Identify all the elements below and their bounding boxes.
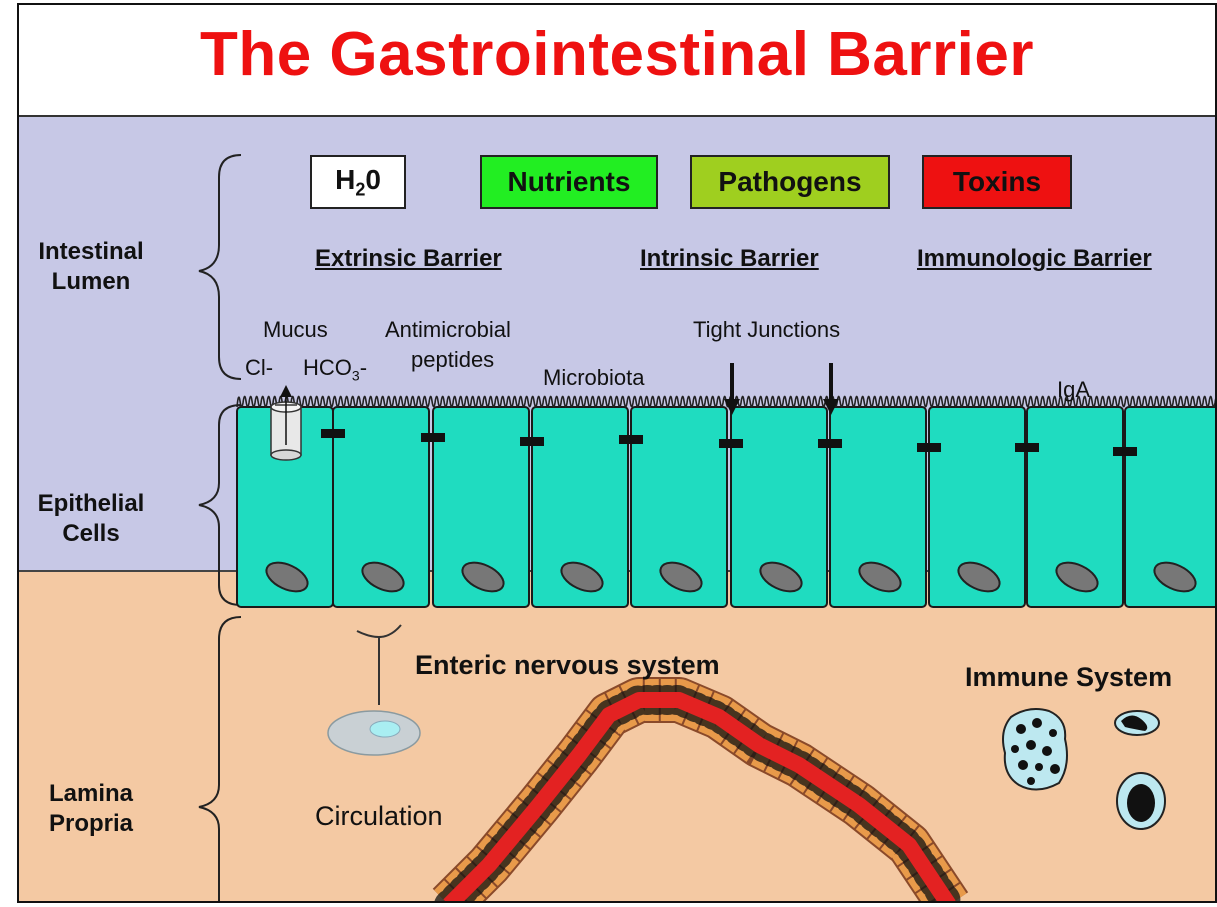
tight-junction-mark	[421, 433, 445, 442]
nutrients-box: Nutrients	[480, 155, 658, 209]
blood-vessel-icon	[449, 700, 949, 903]
tight-junctions-label: Tight Junctions	[693, 317, 840, 343]
epithelial-cell-row	[237, 407, 1217, 607]
plasma-cell-icon	[1117, 773, 1165, 829]
pathogens-label: Pathogens	[718, 166, 861, 198]
immune-system-label: Immune System	[965, 662, 1172, 693]
tight-junction-mark	[917, 443, 941, 452]
microbiota-label: Microbiota	[543, 365, 644, 391]
bicarbonate-label: HCO3-	[303, 355, 367, 383]
epithelial-cells-label: Epithelial Cells	[21, 489, 161, 549]
tight-junction-mark	[719, 439, 743, 448]
extrinsic-barrier-heading: Extrinsic Barrier	[315, 245, 502, 273]
toxins-box: Toxins	[922, 155, 1072, 209]
immunologic-barrier-heading: Immunologic Barrier	[917, 245, 1152, 273]
intestinal-lumen-label: Intestinal Lumen	[21, 237, 161, 297]
circulation-label: Circulation	[315, 801, 443, 832]
water-box: H20	[310, 155, 406, 209]
tight-junction-mark	[619, 435, 643, 444]
page-title: The Gastrointestinal Barrier	[19, 19, 1215, 90]
water-label: H20	[335, 164, 381, 201]
antimicrobial-label: Antimicrobial	[385, 317, 511, 343]
iga-label: IgA	[1057, 377, 1090, 403]
enteric-nervous-system-label: Enteric nervous system	[415, 650, 720, 681]
granulocyte-icon	[1003, 709, 1067, 790]
intrinsic-barrier-heading: Intrinsic Barrier	[640, 245, 819, 273]
pathogens-box: Pathogens	[690, 155, 890, 209]
tight-junction-mark	[818, 439, 842, 448]
lymphocyte-small-icon	[1115, 711, 1159, 735]
toxins-label: Toxins	[953, 166, 1041, 198]
peptides-label: peptides	[411, 347, 494, 373]
diagram-frame: The Gastrointestinal Barrier H20 Nutrien…	[17, 3, 1217, 903]
enteric-neuron-icon	[328, 625, 420, 755]
tight-junction-mark	[321, 429, 345, 438]
lumen-brace	[199, 155, 241, 379]
barrier-illustration	[19, 5, 1217, 903]
mucus-label: Mucus	[263, 317, 328, 343]
lamina-propria-label: Lamina Propria	[21, 779, 161, 839]
tight-junction-mark	[520, 437, 544, 446]
lamina-brace	[199, 617, 241, 903]
chloride-label: Cl-	[245, 355, 273, 381]
tight-junction-mark	[1113, 447, 1137, 456]
tight-junction-mark	[1015, 443, 1039, 452]
title-band: The Gastrointestinal Barrier	[19, 5, 1215, 117]
nutrients-label: Nutrients	[508, 166, 631, 198]
epithelial-brace	[199, 405, 241, 605]
